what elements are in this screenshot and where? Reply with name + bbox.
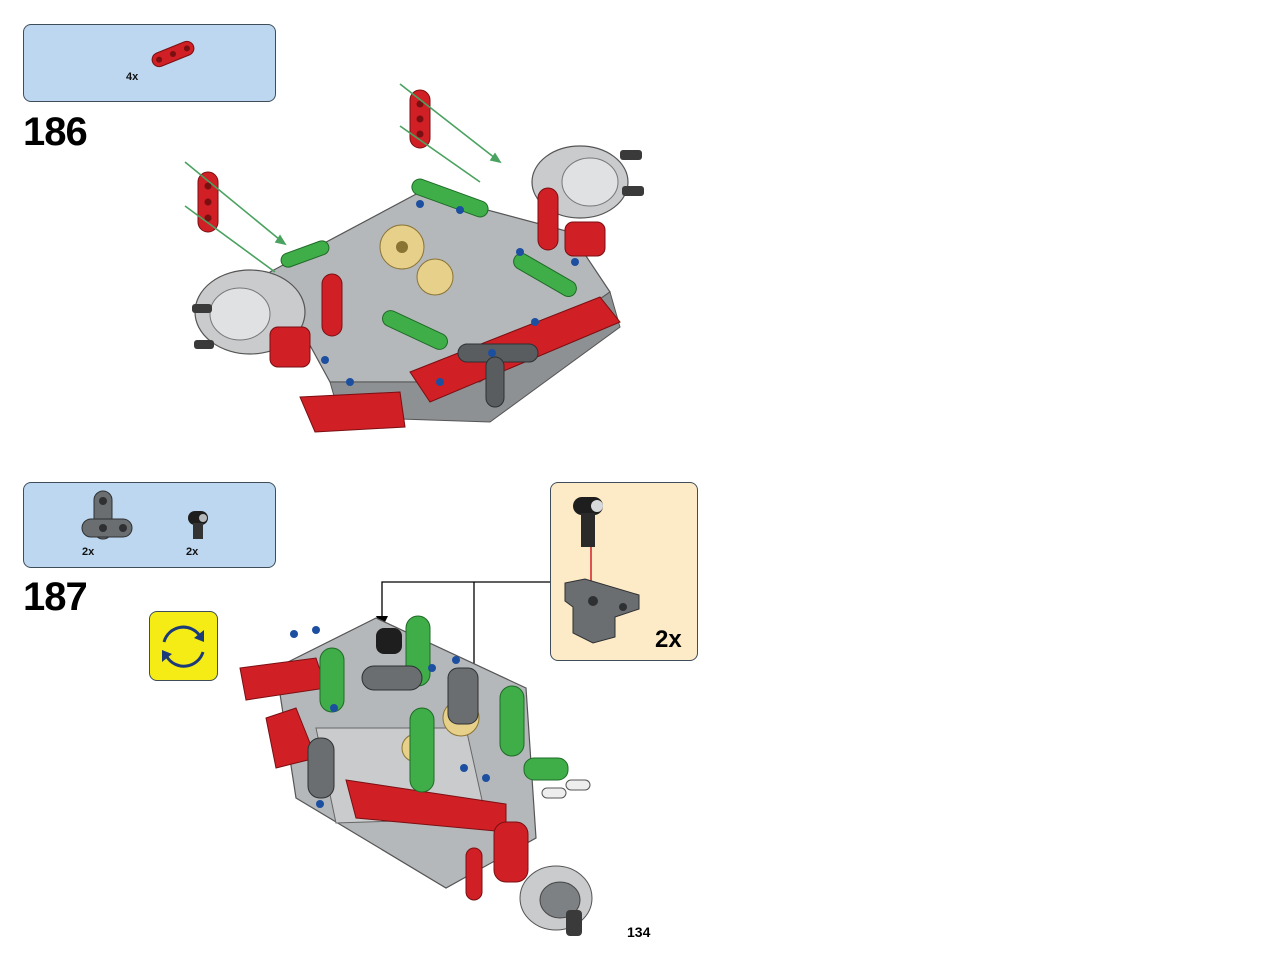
step-187-part-1-qty: 2x bbox=[82, 546, 95, 558]
white-pins bbox=[541, 779, 591, 799]
step-187-part-2-qty: 2x bbox=[186, 546, 199, 558]
blue-pins bbox=[321, 200, 579, 386]
blue-pins bbox=[290, 626, 490, 808]
center-gears bbox=[379, 224, 454, 296]
dark-gray-t-beam bbox=[457, 343, 539, 408]
rotate-model-box bbox=[149, 611, 218, 681]
callout-qty: 2x bbox=[655, 626, 682, 653]
step-186-part-qty: 4x bbox=[126, 71, 139, 83]
rear-differential-housing bbox=[519, 865, 593, 936]
step-187-parts-box: 2x 2x bbox=[23, 482, 276, 568]
page-number: 134 bbox=[627, 924, 651, 940]
sub-assembly-callout: 2x bbox=[550, 482, 698, 661]
step-187-number: 187 bbox=[23, 575, 88, 619]
green-beams bbox=[319, 615, 569, 793]
dark-gray-parts bbox=[307, 628, 479, 799]
gray-t-beam-icon bbox=[81, 490, 133, 540]
red-beam-3-icon bbox=[151, 40, 195, 68]
black-axle-connector-icon bbox=[188, 511, 208, 539]
guide-arrows bbox=[184, 83, 502, 273]
rotate-model-icon bbox=[162, 625, 205, 668]
step-187-assembly-illustration bbox=[239, 615, 593, 936]
step-186-parts-box: 4x bbox=[23, 24, 276, 102]
red-frame-beams bbox=[239, 657, 529, 901]
callout-assembly-illustration bbox=[564, 497, 640, 644]
step-186-assembly-illustration bbox=[184, 83, 644, 433]
green-beams bbox=[280, 178, 577, 350]
step-186-number: 186 bbox=[23, 110, 88, 154]
